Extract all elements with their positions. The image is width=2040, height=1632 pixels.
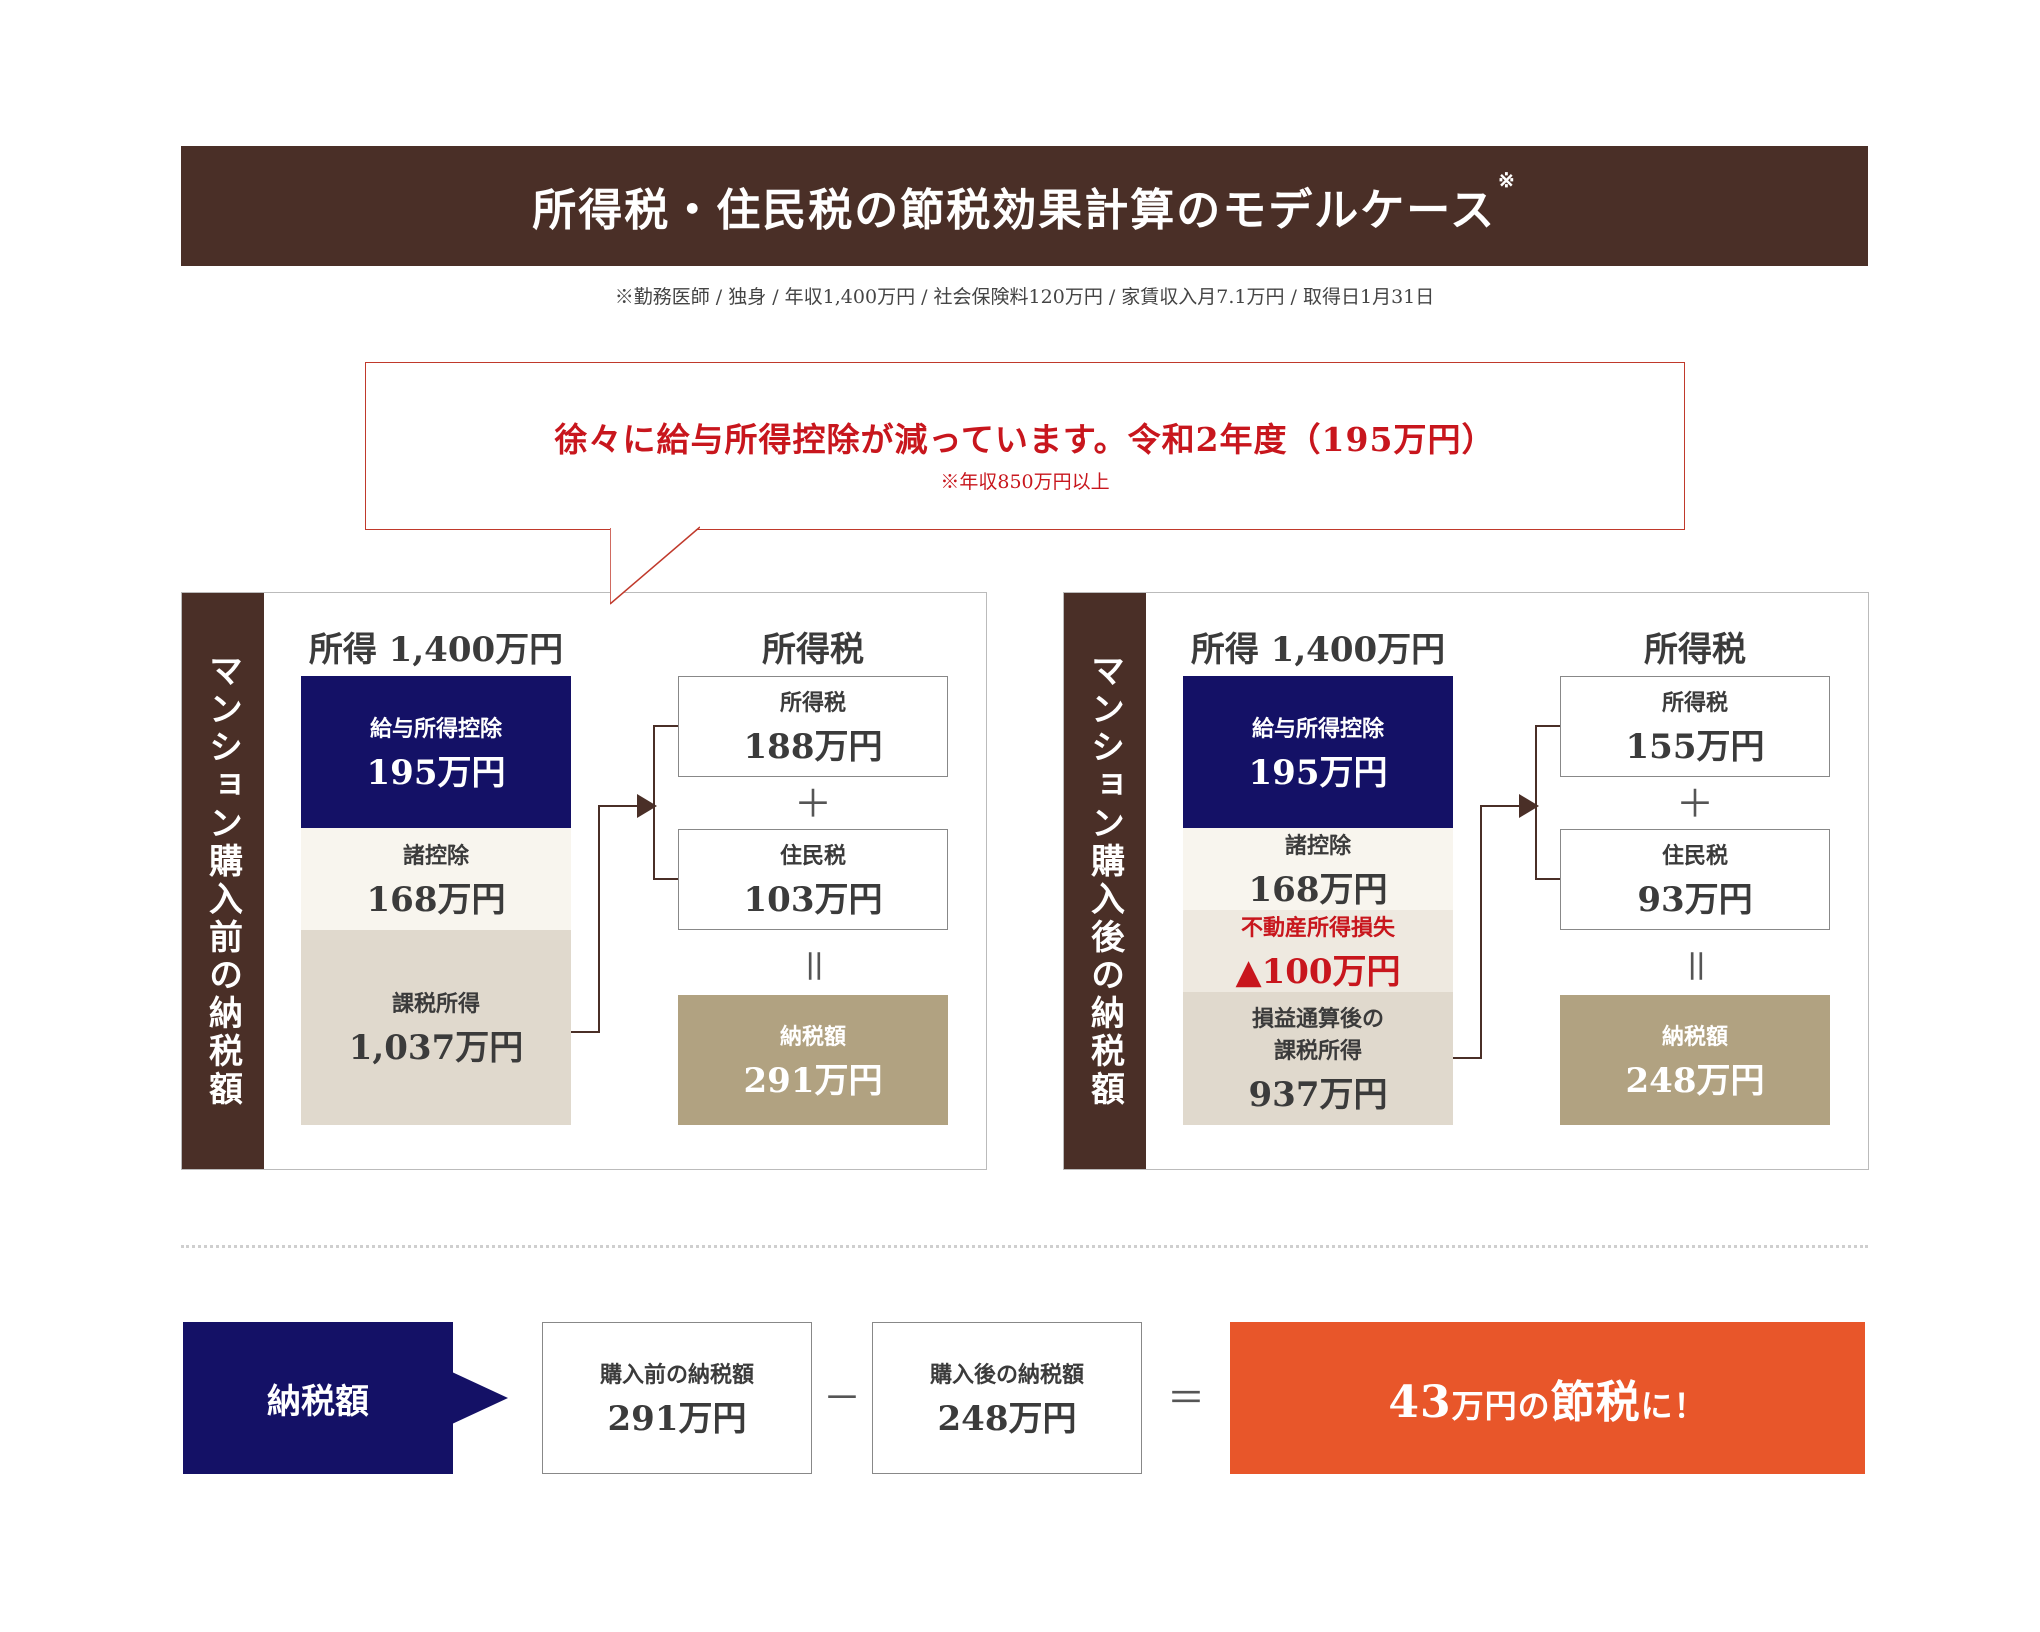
after-income-tax: 所得税 155万円 <box>1560 676 1830 777</box>
section-divider <box>181 1245 1868 1248</box>
subtitle-conditions: ※勤務医師 / 独身 / 年収1,400万円 / 社会保険料120万円 / 家賃… <box>614 286 1435 308</box>
before-resident-tax-label: 住民税 <box>779 843 846 869</box>
callout-note: ※年収850万円以上 <box>940 470 1110 493</box>
bottom-tax-label: 納税額 <box>183 1322 453 1474</box>
before-other-deduction: 諸控除 168万円 <box>301 828 571 930</box>
after-income-tax-value: 155万円 <box>1625 727 1765 767</box>
after-side-text: マンション購入後の納税額 <box>1084 653 1125 1109</box>
bottom-arrow-icon <box>452 1372 508 1424</box>
after-other-deduction: 諸控除 168万円 <box>1183 828 1453 910</box>
before-taxable-income-label: 課税所得 <box>391 991 480 1017</box>
before-income-tax: 所得税 188万円 <box>678 676 948 777</box>
after-taxable-income-label1: 損益通算後の <box>1251 1006 1384 1032</box>
after-total-tax-value: 248万円 <box>1625 1060 1765 1101</box>
bottom-before-box: 購入前の納税額 291万円 <box>542 1322 812 1474</box>
before-resident-tax-value: 103万円 <box>743 880 883 920</box>
before-side-text: マンション購入前の納税額 <box>202 653 243 1109</box>
before-income-header: 所得 1,400万円 <box>308 630 564 670</box>
after-income-header: 所得 1,400万円 <box>1190 630 1446 670</box>
title-bar: 所得税・住民税の節税効果計算のモデルケース※ <box>181 146 1868 266</box>
before-equals-glyph: ＝ <box>790 946 835 986</box>
callout-main-text: 徐々に給与所得控除が減っています。令和2年度（195万円） <box>554 419 1496 459</box>
callout-box: 徐々に給与所得控除が減っています。令和2年度（195万円） ※年収850万円以上 <box>365 362 1685 530</box>
after-real-estate-loss-label: 不動産所得損失 <box>1240 914 1395 941</box>
before-other-deduction-value: 168万円 <box>366 879 506 920</box>
bottom-minus-sign: － <box>822 1376 861 1420</box>
before-other-deduction-label: 諸控除 <box>402 842 469 869</box>
bottom-equals-sign: ＝ <box>1166 1376 1205 1420</box>
after-taxable-income-value: 937万円 <box>1248 1075 1388 1115</box>
bottom-after-box: 購入後の納税額 248万円 <box>872 1322 1142 1474</box>
after-taxable-income: 損益通算後の 課税所得 937万円 <box>1183 992 1453 1125</box>
before-salary-deduction-label: 給与所得控除 <box>369 715 502 742</box>
before-equals-sign: ＝ <box>678 936 948 996</box>
after-salary-deduction-value: 195万円 <box>1248 752 1388 793</box>
before-total-tax-value: 291万円 <box>743 1060 883 1101</box>
result-number: 43 <box>1388 1377 1452 1428</box>
before-income-tax-value: 188万円 <box>743 727 883 767</box>
savings-result-text: 43万円の節税に！ <box>1388 1366 1706 1430</box>
after-other-deduction-label: 諸控除 <box>1284 832 1351 859</box>
after-resident-tax: 住民税 93万円 <box>1560 829 1830 930</box>
savings-result: 43万円の節税に！ <box>1230 1322 1865 1474</box>
before-resident-tax: 住民税 103万円 <box>678 829 948 930</box>
after-total-tax-label: 納税額 <box>1661 1023 1728 1050</box>
before-plus-sign: ＋ <box>793 782 832 826</box>
result-part2: に！ <box>1640 1387 1707 1425</box>
after-equals-sign: ＝ <box>1560 936 1830 996</box>
after-resident-tax-value: 93万円 <box>1637 880 1753 920</box>
after-salary-deduction-label: 給与所得控除 <box>1251 715 1384 742</box>
after-tax-header: 所得税 <box>1644 630 1746 670</box>
after-resident-tax-label: 住民税 <box>1661 843 1728 869</box>
result-big: 節税 <box>1550 1377 1641 1428</box>
bottom-before-value: 291万円 <box>607 1398 747 1439</box>
before-salary-deduction-value: 195万円 <box>366 752 506 793</box>
before-total-tax-label: 納税額 <box>779 1023 846 1050</box>
bottom-after-value: 248万円 <box>937 1398 1077 1439</box>
after-taxable-income-label2: 課税所得 <box>1273 1038 1362 1064</box>
before-taxable-income: 課税所得 1,037万円 <box>301 930 571 1125</box>
after-income-tax-label: 所得税 <box>1661 690 1728 716</box>
after-plus-sign: ＋ <box>1675 782 1714 826</box>
after-real-estate-loss: 不動産所得損失 ▲100万円 <box>1183 910 1453 992</box>
after-side-label: マンション購入後の納税額 <box>1064 593 1146 1169</box>
before-side-label: マンション購入前の納税額 <box>182 593 264 1169</box>
before-salary-deduction: 給与所得控除 195万円 <box>301 676 571 828</box>
bottom-before-label: 購入前の納税額 <box>599 1361 754 1388</box>
bottom-after-label: 購入後の納税額 <box>929 1361 1084 1388</box>
after-other-deduction-value: 168万円 <box>1248 869 1388 910</box>
before-total-tax: 納税額 291万円 <box>678 995 948 1125</box>
after-salary-deduction: 給与所得控除 195万円 <box>1183 676 1453 828</box>
after-equals-glyph: ＝ <box>1672 946 1717 986</box>
result-part1: 万円の <box>1451 1387 1551 1425</box>
before-tax-header: 所得税 <box>762 630 864 670</box>
page-title: 所得税・住民税の節税効果計算のモデルケース※ <box>532 168 1517 236</box>
after-real-estate-loss-value: ▲100万円 <box>1235 951 1401 992</box>
before-income-tax-label: 所得税 <box>779 690 846 716</box>
after-total-tax: 納税額 248万円 <box>1560 995 1830 1125</box>
callout-tail <box>610 526 700 605</box>
before-taxable-income-value: 1,037万円 <box>348 1028 524 1068</box>
